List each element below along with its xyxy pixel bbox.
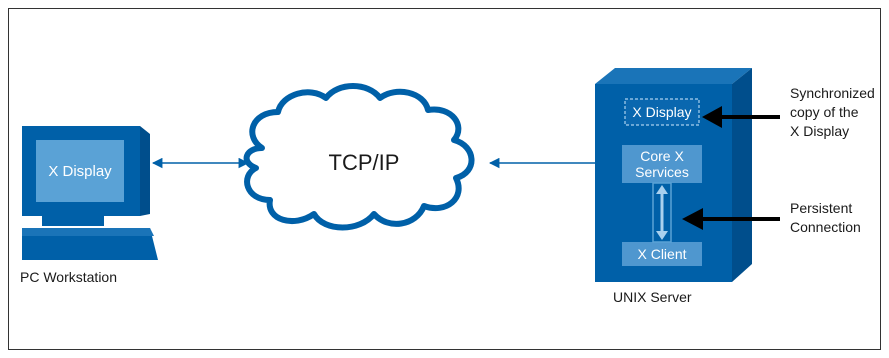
keyboard-top [22, 228, 154, 236]
sync-annotation-arrow [702, 106, 780, 128]
monitor-stand [42, 216, 104, 226]
pc-workstation-icon [22, 126, 158, 260]
server-top-face [595, 68, 752, 84]
server-x-display-box [624, 98, 700, 126]
sync-annotation-line3: X Display [790, 123, 849, 139]
persistent-annotation-arrow [682, 208, 780, 230]
sync-annotation-line2: copy of the [790, 104, 859, 120]
server-caption: UNIX Server [613, 289, 692, 305]
sync-annotation-line1: Synchronized [790, 85, 875, 101]
connection-channel [652, 182, 672, 243]
monitor-screen [36, 140, 124, 202]
channel-arrowhead-up [656, 185, 668, 194]
monitor-side [140, 126, 150, 216]
network-label: TCP/IP [329, 150, 400, 175]
core-x-services-label-line2: Services [635, 164, 689, 180]
core-x-services-box [622, 145, 702, 183]
persistent-annotation-line1: Persistent [790, 200, 852, 216]
workstation-caption: PC Workstation [20, 269, 117, 285]
cloud-inner-outline [263, 99, 455, 217]
workstation-screen-label: X Display [48, 163, 112, 180]
channel-arrowhead-down [656, 231, 668, 240]
server-side-face [732, 68, 752, 282]
unix-server-icon [595, 68, 752, 282]
persistent-annotation-line2: Connection [790, 219, 861, 235]
core-x-services-label-line1: Core X [640, 148, 684, 164]
x-client-box [622, 242, 702, 266]
x-client-label: X Client [637, 246, 686, 262]
server-x-display-label: X Display [632, 104, 691, 120]
